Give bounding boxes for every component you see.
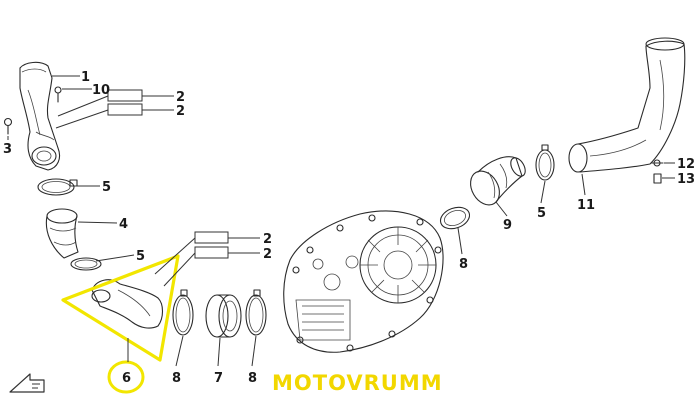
highlight-frame-part-6	[61, 254, 180, 362]
part-4-coupler	[45, 208, 79, 259]
callout-5a: 5	[102, 180, 111, 195]
watermark-text: MOTOVRUMM	[272, 371, 443, 395]
part-5-clamp-left	[37, 178, 78, 196]
part-3-screw	[3, 117, 13, 135]
highlight-circle-part-6	[107, 360, 145, 394]
front-direction-arrow-icon	[9, 373, 45, 393]
part-5-clamp-right	[535, 144, 555, 181]
callout-5c: 5	[537, 206, 546, 221]
part-8-clamp-upper	[439, 206, 471, 230]
part-12-screw	[650, 159, 664, 167]
part-6-elbow-duct	[91, 279, 164, 329]
callout-12: 12	[677, 157, 695, 172]
cvt-cover	[283, 210, 444, 353]
callout-2a: 2	[176, 90, 185, 105]
callout-3: 3	[3, 142, 12, 157]
part-9-boot	[470, 156, 526, 206]
callout-10: 10	[92, 83, 110, 98]
callout-8c: 8	[459, 257, 468, 272]
callout-13: 13	[677, 172, 695, 187]
part-7-boot	[205, 294, 242, 338]
callout-2b: 2	[176, 104, 185, 119]
callout-2c: 2	[263, 232, 272, 247]
part-8-clamp-lower-left	[172, 289, 194, 336]
callout-8b: 8	[248, 371, 257, 386]
label-boxes	[107, 89, 229, 259]
leader-lines	[7, 75, 675, 367]
callout-6: 6	[122, 371, 131, 386]
callout-4: 4	[119, 217, 128, 232]
callout-8a: 8	[172, 371, 181, 386]
part-10-bolt	[54, 86, 62, 103]
callout-7: 7	[214, 371, 223, 386]
callout-9: 9	[503, 218, 512, 233]
part-11-outlet-duct	[568, 37, 686, 173]
callout-1: 1	[81, 70, 90, 85]
callout-11: 11	[577, 198, 595, 213]
part-13-nut	[653, 173, 662, 184]
part-8-clamp-lower-right	[245, 289, 267, 336]
callout-5b: 5	[136, 249, 145, 264]
callout-2d: 2	[263, 247, 272, 262]
part-1-intake-duct	[19, 61, 61, 171]
part-5-clamp-mid	[70, 257, 102, 271]
